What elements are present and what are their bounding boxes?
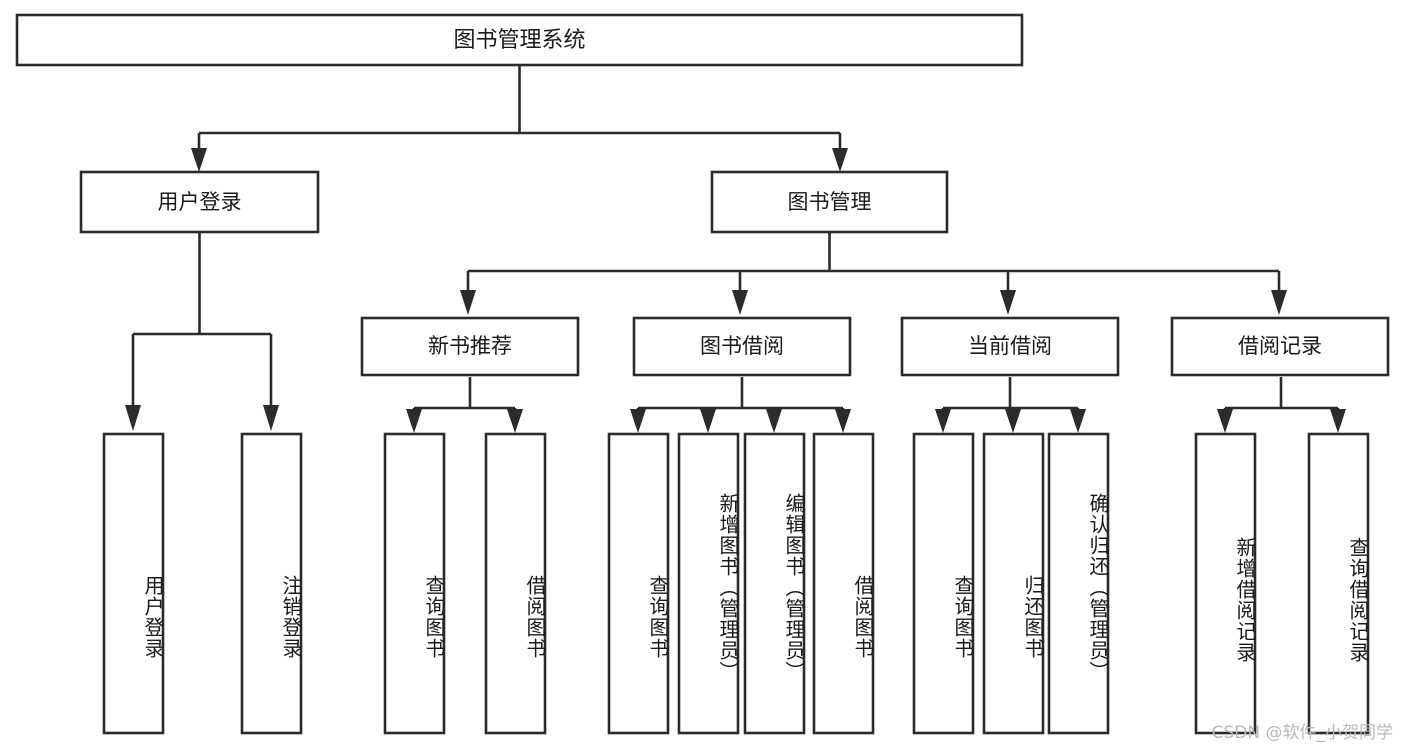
leaf-box-confirm-return[interactable] — [1047, 432, 1110, 735]
node-book-borrow[interactable]: 图书借阅 — [632, 316, 852, 377]
connector-bookmanage-to-level3 — [460, 232, 1287, 315]
leaf-box-return-book[interactable] — [982, 432, 1045, 735]
node-current-borrow[interactable]: 当前借阅 — [900, 316, 1120, 377]
connector-userlogin-to-leaves — [125, 232, 279, 431]
leaf-box-borrow-book-1[interactable] — [484, 432, 547, 735]
csdn-watermark: CSDN @软件_小贺同学 — [1211, 723, 1393, 743]
node-new-book-recommend-label: 新书推荐 — [428, 334, 512, 358]
leaf-box-query-book-3[interactable] — [912, 432, 975, 735]
connector-newbook-to-leaves — [406, 377, 523, 433]
leaf-box-edit-book[interactable] — [743, 432, 806, 735]
leaf-box-query-book-1[interactable] — [383, 432, 446, 735]
leaf-box-query-book-2[interactable] — [607, 432, 670, 735]
connector-bookborrow-to-leaves — [630, 377, 851, 433]
connector-currentborrow-to-leaves — [935, 377, 1086, 433]
leaf-box-query-record[interactable] — [1307, 432, 1370, 735]
leaf-box-user-login[interactable] — [102, 432, 165, 735]
node-book-borrow-label: 图书借阅 — [700, 334, 784, 358]
node-current-borrow-label: 当前借阅 — [968, 334, 1052, 358]
node-borrow-record[interactable]: 借阅记录 — [1170, 316, 1390, 377]
node-new-book-recommend[interactable]: 新书推荐 — [360, 316, 580, 377]
connector-borrowrecord-to-leaves — [1217, 377, 1346, 433]
leaf-box-borrow-book-2[interactable] — [812, 432, 875, 735]
leaf-box-logout-login[interactable] — [240, 432, 303, 735]
node-book-manage-label: 图书管理 — [788, 190, 872, 214]
leaf-box-add-record[interactable] — [1194, 432, 1257, 735]
node-root-label: 图书管理系统 — [453, 28, 585, 53]
node-borrow-record-label: 借阅记录 — [1238, 334, 1322, 358]
connector-root-to-level2 — [191, 65, 848, 172]
node-user-login-label: 用户登录 — [158, 190, 242, 214]
node-book-manage[interactable]: 图书管理 — [710, 170, 949, 234]
leaf-box-add-book[interactable] — [677, 432, 740, 735]
node-user-login[interactable]: 用户登录 — [79, 170, 320, 234]
node-root[interactable]: 图书管理系统 — [15, 13, 1024, 67]
